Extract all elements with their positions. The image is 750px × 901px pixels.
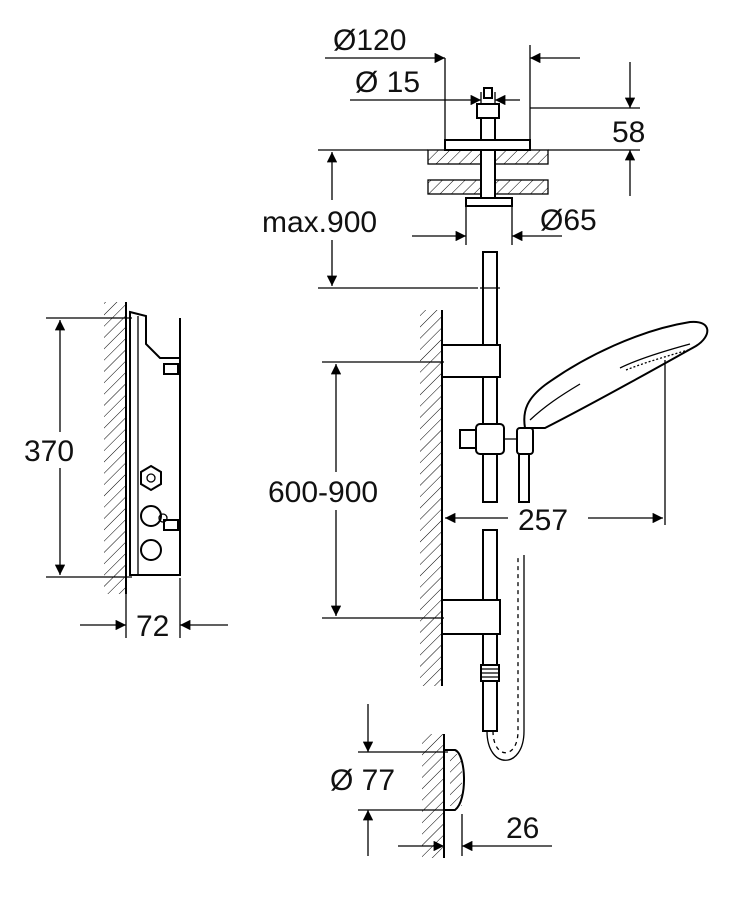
outlet-view: Ø 77 26 [328,704,552,858]
wall-bracket-lower [441,599,501,635]
slider [475,423,505,455]
dim-max-length: max.900 [262,206,377,239]
dim-handshower-projection: 257 [518,504,568,537]
shower-rail-view: 257 600-900 [266,251,709,761]
rail-rod-lower [482,529,498,666]
dim-top-plate-diameter: Ø120 [333,24,406,57]
valve-knob-top [140,505,162,527]
dim-left-height: 370 [24,435,74,468]
bracket-bottom [163,519,179,531]
hose [486,555,525,761]
dim-left-depth: 72 [136,610,169,643]
dim-ceiling-height: 58 [612,116,645,149]
dim-outlet-depth: 26 [506,812,539,845]
valve-knob-bottom [140,539,162,561]
flange [444,139,531,151]
nut-icon [140,464,162,492]
hose-pipe [518,453,530,503]
dim-rod-diameter: Ø65 [540,204,597,237]
rosette [465,197,513,207]
concealed-body-view: 370 72 [22,302,228,643]
right-wall-hatch [420,310,442,686]
holder [516,427,534,455]
dim-rail-range: 600-900 [268,476,378,509]
stem [480,149,496,199]
dim-stem-diameter: Ø 15 [355,66,420,99]
bracket-top [163,363,179,375]
left-wall-hatch [104,302,126,594]
handshower [523,320,709,429]
wall-bracket-upper [441,344,501,378]
ceiling-connection-view: Ø120 Ø 15 58 max.900 Ø65 [258,24,645,289]
outlet-wall-hatch [422,734,444,858]
dim-outlet-diameter: Ø 77 [330,764,395,797]
